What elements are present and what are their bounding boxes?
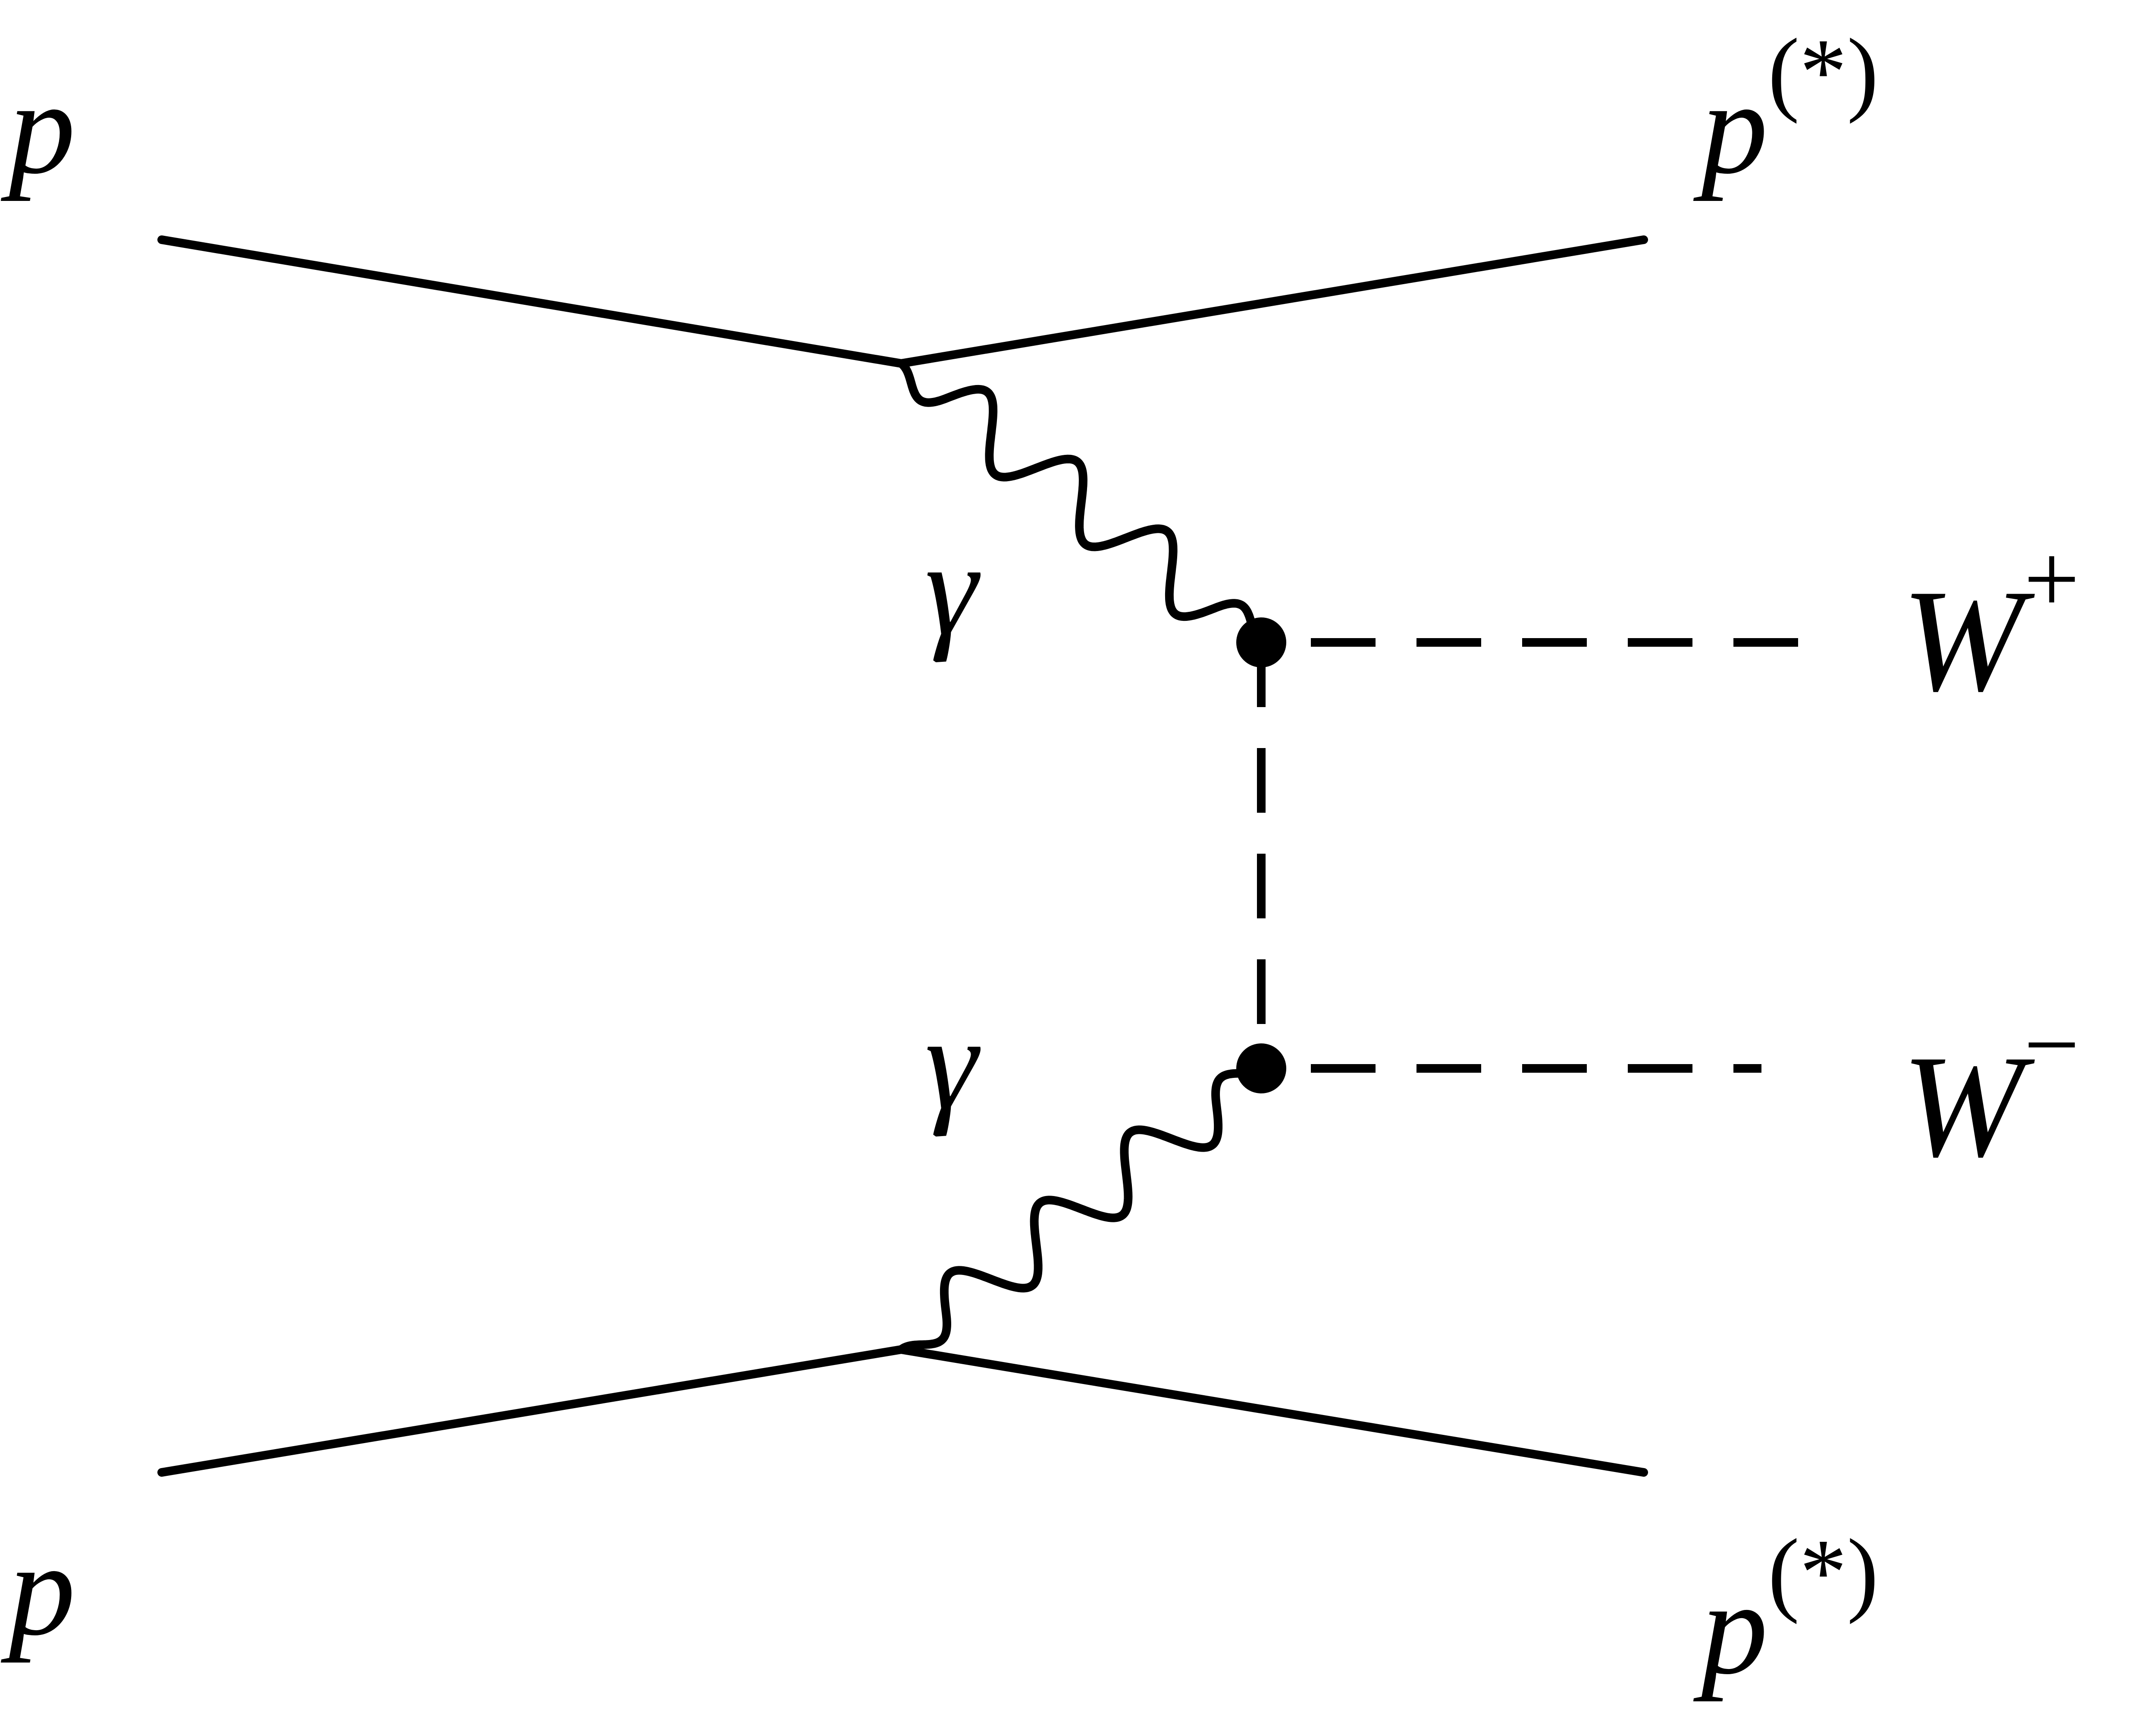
proton-in-top-label: p [0,54,75,202]
vertex-bottom [1236,1043,1286,1093]
proton-in-bottom-label: p [0,1516,75,1663]
photon-top-propagator [897,359,1266,647]
proton-out-bottom-line [897,1345,1648,1477]
proton-out-top-line [897,235,1648,368]
photon-top-label: γ [925,515,981,663]
proton-in-bottom-line [157,1345,906,1477]
vertex-top [1236,617,1286,667]
photon-bottom-label: γ [925,990,981,1137]
w-minus-label: W− [1902,990,2080,1187]
photon-bottom-propagator [897,1064,1266,1354]
w-plus-label: W+ [1902,524,2080,722]
proton-out-bottom-label: p(*) [1693,1519,1879,1702]
proton-out-top-label: p(*) [1693,19,1879,202]
proton-in-top-line [157,235,906,368]
